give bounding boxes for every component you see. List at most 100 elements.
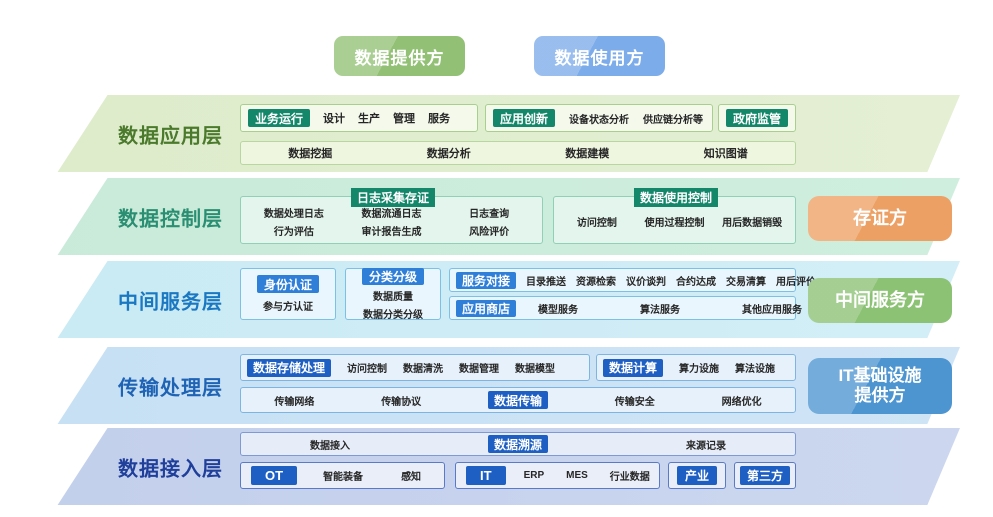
group-classification-grading: 分类分级 数据质量 数据分类分级 xyxy=(345,267,441,321)
item-mes: MES xyxy=(566,470,588,481)
item-data-classification-grading: 数据分类分级 xyxy=(363,309,423,321)
item-transaction-settlement: 交易清算 xyxy=(726,276,767,288)
legend-log-collection-evidence: 日志采集存证 xyxy=(350,188,436,207)
item-risk-evaluation: 风险评价 xyxy=(469,226,510,238)
item-catalog-push: 目录推送 xyxy=(526,276,567,288)
legend-data-usage-control: 数据使用控制 xyxy=(633,188,719,207)
chip-business-operation: 业务运行 xyxy=(248,109,311,127)
role-pill-it-infrastructure-provider: IT基础设施 提供方 xyxy=(808,358,952,414)
item-resource-retrieval: 资源检索 xyxy=(576,276,617,288)
chip-data-provenance: 数据溯源 xyxy=(487,435,548,453)
layer-name-access: 数据接入层 xyxy=(118,458,223,480)
group-data-storage-processing: 数据存储处理 访问控制 数据清洗 数据管理 数据模型 xyxy=(240,354,590,381)
group-data-access-top: 数据接入 数据溯源 来源记录 xyxy=(240,432,796,456)
chip-third-party: 第三方 xyxy=(739,466,790,485)
role-pill-label-line2: 提供方 xyxy=(854,386,906,405)
group-log-collection-evidence: 日志采集存证 数据处理日志 数据流通日志 日志查询 行为评估 审计报告生成 风险… xyxy=(240,188,543,244)
item-data-management: 数据管理 xyxy=(459,364,500,375)
item-data-analysis: 数据分析 xyxy=(426,148,471,160)
chip-it: IT xyxy=(466,466,506,485)
role-pill-data-consumer: 数据使用方 xyxy=(534,36,665,76)
role-pill-label-line1: IT基础设施 xyxy=(838,365,922,385)
item-contract-conclusion: 合约达成 xyxy=(676,276,717,288)
layer-name-application: 数据应用层 xyxy=(118,125,223,147)
item-algorithm-facility: 算法设施 xyxy=(735,364,776,375)
item-model-service: 模型服务 xyxy=(538,304,579,316)
item-industry-data: 行业数据 xyxy=(609,472,650,483)
item-data-model: 数据模型 xyxy=(515,364,556,375)
item-log-query: 日志查询 xyxy=(469,208,510,220)
item-erp: ERP xyxy=(523,470,545,481)
group-it: IT ERP MES 行业数据 xyxy=(455,462,660,489)
item-design: 设计 xyxy=(323,113,346,125)
item-source-record: 来源记录 xyxy=(685,440,726,452)
item-post-use-evaluation: 用后评价 xyxy=(776,276,817,288)
chip-classification-grading: 分类分级 xyxy=(361,267,424,285)
item-intelligent-equipment: 智能装备 xyxy=(323,472,364,483)
item-data-modeling: 数据建模 xyxy=(565,148,610,160)
item-post-use-destruction: 用后数据销毁 xyxy=(722,217,783,229)
chip-application-innovation: 应用创新 xyxy=(493,109,556,127)
item-data-processing-log: 数据处理日志 xyxy=(263,208,324,220)
item-participant-authentication: 参与方认证 xyxy=(263,302,313,313)
group-transmission: 传输网络 传输协议 数据传输 传输安全 网络优化 xyxy=(240,387,796,413)
chip-service-docking: 服务对接 xyxy=(456,271,517,289)
group-application-innovation: 应用创新 设备状态分析 供应链分析等 xyxy=(485,104,713,132)
item-access-control: 访问控制 xyxy=(576,217,617,229)
item-network-optimization: 网络优化 xyxy=(721,396,762,408)
item-behavior-assessment: 行为评估 xyxy=(273,226,314,238)
role-pill-data-provider: 数据提供方 xyxy=(334,36,465,76)
layer-name-control: 数据控制层 xyxy=(118,208,223,230)
item-computing-power-facility: 算力设施 xyxy=(679,364,720,375)
chip-data-storage-processing: 数据存储处理 xyxy=(247,358,332,377)
chip-app-store: 应用商店 xyxy=(456,299,517,317)
role-pill-label: 中间服务方 xyxy=(835,289,925,310)
item-knowledge-graph: 知识图谱 xyxy=(703,148,748,160)
group-data-usage-control: 数据使用控制 访问控制 使用过程控制 用后数据销毁 xyxy=(553,188,796,244)
item-price-negotiation: 议价谈判 xyxy=(626,276,667,288)
chip-industry: 产业 xyxy=(676,466,717,485)
item-audit-report-generation: 审计报告生成 xyxy=(361,226,422,238)
layer-name-transfer: 传输处理层 xyxy=(118,377,223,399)
item-service: 服务 xyxy=(428,113,451,125)
role-pill-label: IT基础设施 提供方 xyxy=(838,366,921,406)
group-third-party: 第三方 xyxy=(734,462,796,489)
role-pill-label: 存证方 xyxy=(853,207,907,228)
chip-identity-authentication: 身份认证 xyxy=(256,275,319,293)
item-data-quality: 数据质量 xyxy=(373,291,413,303)
chip-ot: OT xyxy=(251,466,298,485)
item-transmission-protocol: 传输协议 xyxy=(381,396,422,408)
group-government-supervision: 政府监管 xyxy=(718,104,796,132)
group-ot: OT 智能装备 感知 xyxy=(240,462,445,489)
group-app-store: 应用商店 模型服务 算法服务 其他应用服务 xyxy=(449,296,802,320)
layer-name-middle-service: 中间服务层 xyxy=(118,291,223,313)
item-data-cleaning: 数据清洗 xyxy=(403,364,444,375)
role-pill-label: 数据提供方 xyxy=(354,48,445,68)
role-pill-label: 数据使用方 xyxy=(554,48,645,68)
group-service-docking: 服务对接 目录推送 资源检索 议价谈判 合约达成 交易清算 用后评价 xyxy=(449,268,816,292)
group-data-computing: 数据计算 算力设施 算法设施 xyxy=(596,354,796,381)
item-sensing: 感知 xyxy=(401,472,422,483)
role-pill-middle-service-provider: 中间服务方 xyxy=(808,278,952,323)
group-identity-authentication: 身份认证 参与方认证 xyxy=(240,268,336,320)
chip-government-supervision: 政府监管 xyxy=(725,109,788,127)
group-business-operation: 业务运行 设计 生产 管理 服务 xyxy=(240,104,478,132)
item-data-circulation-log: 数据流通日志 xyxy=(361,208,422,220)
role-pill-notary: 存证方 xyxy=(808,196,952,241)
group-industry: 产业 xyxy=(668,462,726,489)
item-supply-chain-analysis: 供应链分析等 xyxy=(643,114,704,126)
chip-data-computing: 数据计算 xyxy=(603,358,664,377)
chip-data-transmission: 数据传输 xyxy=(487,391,548,409)
item-usage-process-control: 使用过程控制 xyxy=(644,217,705,229)
item-algorithm-service: 算法服务 xyxy=(640,304,681,316)
item-transmission-security: 传输安全 xyxy=(614,396,655,408)
item-data-access: 数据接入 xyxy=(309,440,350,452)
item-access-control: 访问控制 xyxy=(347,364,388,375)
item-data-mining: 数据挖掘 xyxy=(288,148,333,160)
item-management: 管理 xyxy=(393,113,416,125)
group-application-capabilities: 数据挖掘 数据分析 数据建模 知识图谱 xyxy=(240,141,796,165)
item-other-app-service: 其他应用服务 xyxy=(742,304,803,316)
item-device-status-analysis: 设备状态分析 xyxy=(569,114,630,126)
item-transmission-network: 传输网络 xyxy=(274,396,315,408)
